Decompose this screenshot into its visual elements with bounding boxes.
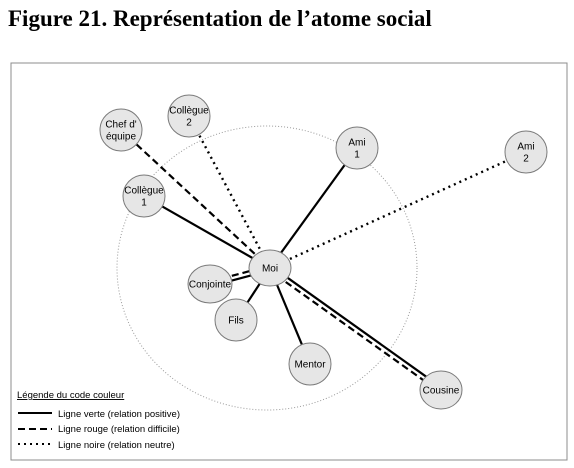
edge-moi-collegue2-neutre [197, 133, 267, 260]
node-label-collegue1: Collègue [124, 186, 164, 197]
node-circle-collegue1 [122, 174, 166, 218]
node-label-cousine: Cousine [423, 386, 460, 397]
node-circle-ami1 [335, 126, 379, 170]
node-circle-moi [248, 249, 292, 287]
legend-title: Légende du code couleur [17, 390, 124, 401]
edge-moi-ami1-positive [274, 163, 347, 261]
edge-moi-cousine-positive [278, 271, 429, 379]
node-label-mentor: Mentor [294, 360, 326, 371]
edge-moi-ami2-neutre [278, 159, 509, 266]
node-label-conjointe: Conjointe [189, 280, 232, 291]
node-moi: Moi [248, 249, 292, 287]
node-circle-cousine [419, 370, 463, 410]
node-mentor: Mentor [288, 342, 332, 386]
legend-label-difficile: Ligne rouge (relation difficile) [58, 424, 180, 435]
node-label-chef: équipe [106, 132, 136, 143]
node-circle-chef [99, 108, 143, 152]
social-atom-boundary-circle [116, 125, 418, 411]
node-label-ami2: Ami [517, 142, 534, 153]
legend-label-neutre: Ligne noire (relation neutre) [58, 440, 175, 451]
node-circle-collegue2 [167, 94, 211, 138]
node-label-chef: Chef d' [105, 120, 136, 131]
node-label-moi: Moi [262, 264, 278, 275]
legend: Légende du code couleur Ligne verte (rel… [17, 390, 180, 451]
edges-layer [134, 133, 509, 383]
node-circle-ami2 [504, 130, 548, 174]
node-label-ami1: 1 [354, 150, 360, 161]
node-label-fils: Fils [228, 316, 244, 327]
node-circle-conjointe [187, 264, 233, 304]
node-conjointe: Conjointe [187, 264, 233, 304]
node-label-collegue2: Collègue [169, 106, 209, 117]
node-label-collegue1: 1 [141, 198, 147, 209]
edge-moi-mentor-positive [272, 276, 304, 347]
figure-title: Figure 21. Représentation de l’atome soc… [8, 6, 432, 31]
edge-moi-chef-difficile [134, 142, 264, 263]
node-fils: Fils [214, 298, 258, 342]
node-circle-fils [214, 298, 258, 342]
edge-moi-cousine-difficile [276, 274, 426, 383]
edge-moi-collegue1-positive [160, 204, 262, 265]
node-circle-mentor [288, 342, 332, 386]
node-label-ami2: 2 [523, 154, 529, 165]
node-label-collegue2: 2 [186, 118, 192, 129]
node-chef: Chef d'équipe [99, 108, 143, 152]
node-cousine: Cousine [419, 370, 463, 410]
node-label-ami1: Ami [348, 138, 365, 149]
legend-label-positive: Ligne verte (relation positive) [58, 409, 180, 420]
diagram-frame [10, 62, 568, 461]
